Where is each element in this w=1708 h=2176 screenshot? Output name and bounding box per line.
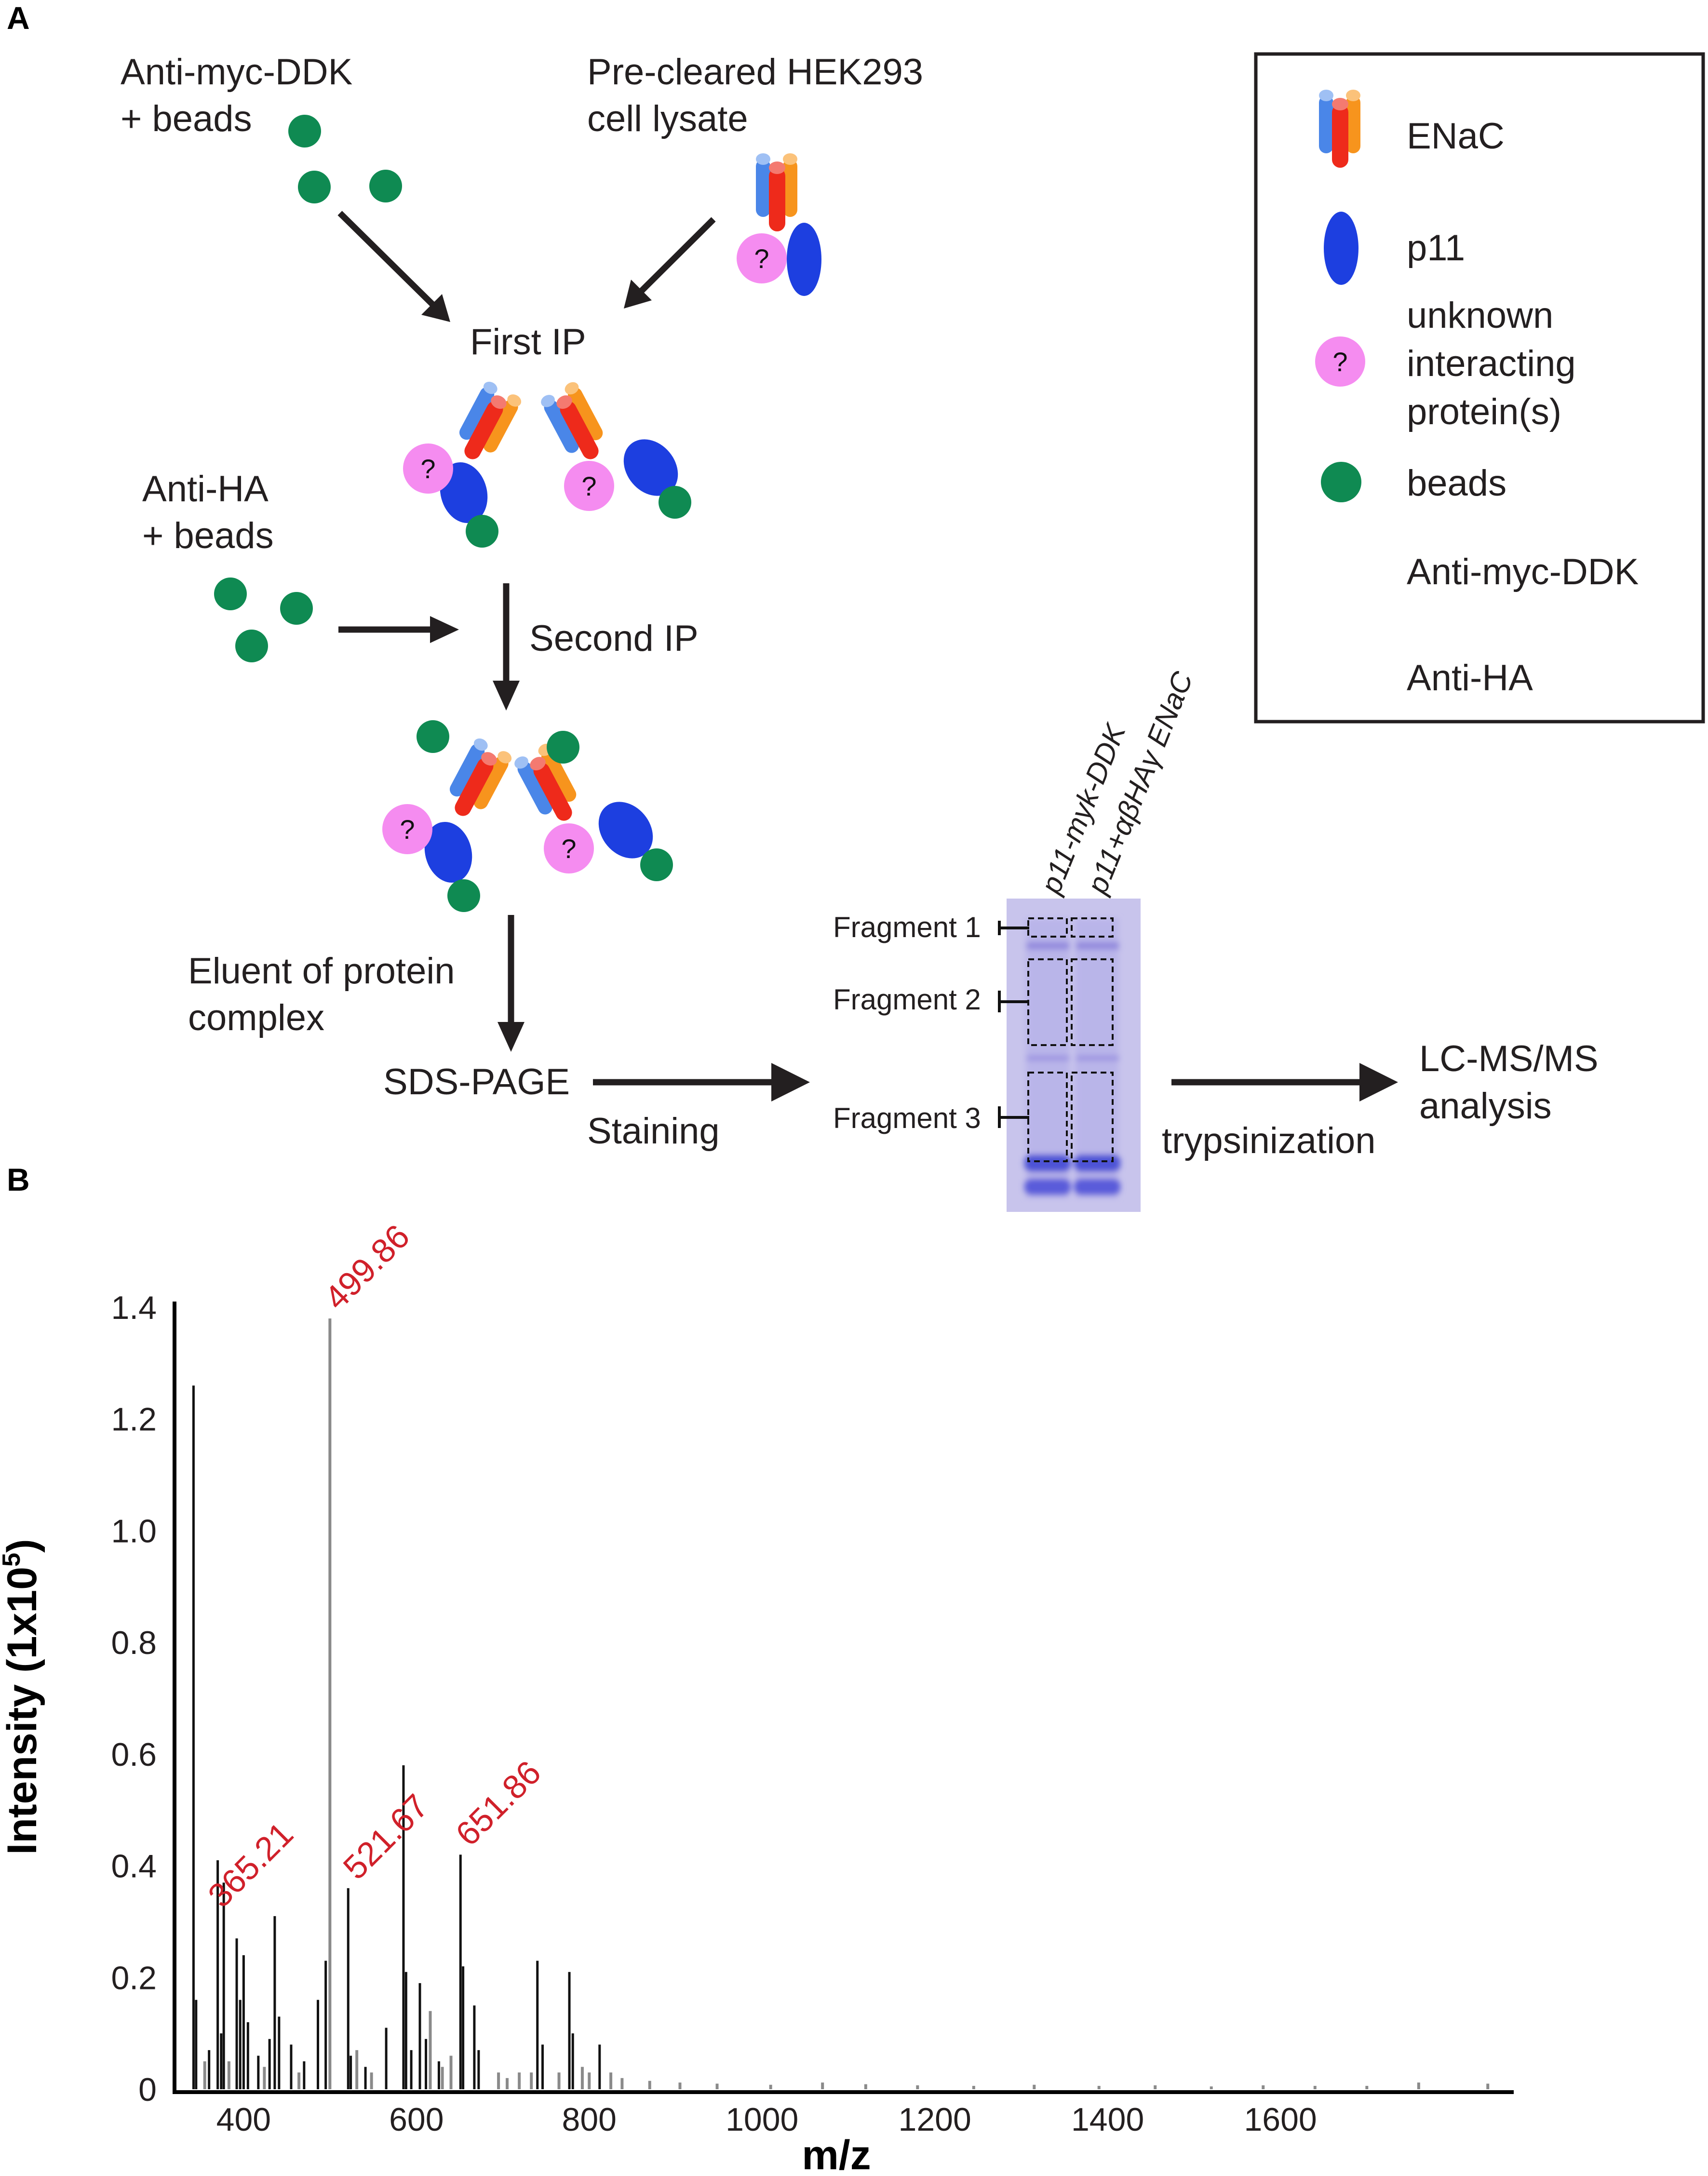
peak-annotation: 651.86 xyxy=(448,1753,548,1853)
legend-anti-myc-label: Anti-myc-DDK xyxy=(1407,551,1639,592)
peak-annotation: 499.86 xyxy=(317,1217,417,1317)
arrow-lysate-to-first-ip xyxy=(634,217,716,298)
anti-myc-beads-label-line2: + beads xyxy=(121,98,252,139)
second-ip-label: Second IP xyxy=(529,618,699,659)
anti-myc-beads-label-line1: Anti-myc-DDK xyxy=(121,52,352,93)
arrowhead xyxy=(421,294,450,322)
x-tick-label: 1400 xyxy=(1071,2101,1144,2138)
anti-ha-beads-label-line1: Anti-HA xyxy=(142,469,269,510)
first-ip-label: First IP xyxy=(470,322,586,363)
legend: ENaC p11 ? unknown interacting protein(s… xyxy=(1254,52,1705,724)
sds-page-label: SDS-PAGE xyxy=(383,1061,570,1102)
legend-unknown-label-line1: unknown xyxy=(1407,295,1553,336)
x-tick-labels: 400 600 800 1000 1200 1400 1600 xyxy=(216,2101,1317,2138)
y-tick-label: 0 xyxy=(138,2071,157,2108)
x-tick-label: 1200 xyxy=(899,2101,971,2138)
second-ip-complex-right: ? xyxy=(512,715,673,887)
legend-unknown-label-line3: protein(s) xyxy=(1407,391,1561,432)
unknown-question-mark: ? xyxy=(420,454,435,484)
legend-enac-label: ENaC xyxy=(1407,116,1505,157)
y-tick-label: 0.6 xyxy=(111,1736,157,1773)
arrowhead xyxy=(493,681,520,711)
panel-a-label: A xyxy=(7,0,30,36)
p11-legend-icon xyxy=(1324,212,1358,285)
dark-peaks xyxy=(192,1385,601,2089)
arrowhead xyxy=(430,616,459,643)
lcms-label-line2: analysis xyxy=(1419,1086,1552,1127)
y-tick-label: 0.2 xyxy=(111,1960,157,1996)
arrowhead xyxy=(771,1063,810,1101)
y-tick-label: 0.8 xyxy=(111,1625,157,1661)
y-axis-title: Intensity (1x105) xyxy=(0,1539,45,1854)
gray-peaks xyxy=(203,1318,1490,2089)
x-tick-label: 800 xyxy=(562,2101,617,2138)
panel-b-label: B xyxy=(7,1162,30,1197)
y-tick-label: 1.4 xyxy=(111,1289,157,1326)
arrowhead xyxy=(624,280,652,309)
first-ip-complex-right: ? xyxy=(538,379,691,526)
peak-annotation: 365.21 xyxy=(201,1815,300,1915)
anti-ha-beads-icon xyxy=(197,571,313,678)
lcms-label-line1: LC-MS/MS xyxy=(1419,1038,1599,1079)
unknown-question-mark: ? xyxy=(1332,347,1347,377)
unknown-question-mark: ? xyxy=(400,814,415,845)
fragment-2-label: Fragment 2 xyxy=(833,983,981,1016)
arrowhead xyxy=(1359,1063,1398,1101)
eluent-label-line1: Eluent of protein xyxy=(188,951,455,992)
lysate-label-line2: cell lysate xyxy=(587,98,748,139)
arrowhead xyxy=(498,1022,525,1052)
second-ip-complex-left: ? xyxy=(382,715,514,917)
x-tick-label: 1000 xyxy=(726,2101,798,2138)
trypsinization-label: trypsinization xyxy=(1162,1120,1376,1161)
lysate-label-line1: Pre-cleared HEK293 xyxy=(587,52,923,93)
unknown-question-mark: ? xyxy=(754,243,769,274)
unknown-question-mark: ? xyxy=(581,471,596,501)
mass-spectrum-chart: 0 0.2 0.4 0.6 0.8 1.0 1.2 1.4 400 600 800 1000 1200… xyxy=(0,1217,1514,2176)
fragment-1-label: Fragment 1 xyxy=(833,911,981,943)
y-tick-label: 1.2 xyxy=(111,1401,157,1438)
lysate-complex-icon: ? xyxy=(737,153,821,296)
fragment-3-label: Fragment 3 xyxy=(833,1102,981,1134)
x-tick-label: 1600 xyxy=(1244,2101,1317,2138)
y-tick-labels: 0 0.2 0.4 0.6 0.8 1.0 1.2 1.4 xyxy=(111,1289,157,2108)
eluent-label-line2: complex xyxy=(188,997,324,1038)
unknown-protein-legend-icon xyxy=(1315,336,1365,387)
legend-p11-label: p11 xyxy=(1407,228,1465,269)
y-tick-label: 0.4 xyxy=(111,1848,157,1885)
legend-anti-ha-label: Anti-HA xyxy=(1407,658,1533,698)
unknown-question-mark: ? xyxy=(561,833,576,864)
x-tick-label: 400 xyxy=(216,2101,271,2138)
anti-myc-beads-icon xyxy=(284,115,402,217)
first-ip-complex-left: ? xyxy=(403,379,524,554)
bead-legend-icon xyxy=(1321,462,1361,502)
peak-annotation: 521.67 xyxy=(336,1787,436,1887)
arrow-myc-to-first-ip xyxy=(337,211,440,312)
legend-unknown-label-line2: interacting xyxy=(1407,343,1576,384)
sds-page-gel xyxy=(1007,899,1141,1212)
x-axis-title: m/z xyxy=(802,2132,871,2176)
anti-ha-beads-label-line2: + beads xyxy=(142,515,274,556)
staining-label: Staining xyxy=(587,1111,720,1152)
legend-beads-label: beads xyxy=(1407,463,1506,504)
y-tick-label: 1.0 xyxy=(111,1513,157,1549)
x-tick-label: 600 xyxy=(389,2101,444,2138)
